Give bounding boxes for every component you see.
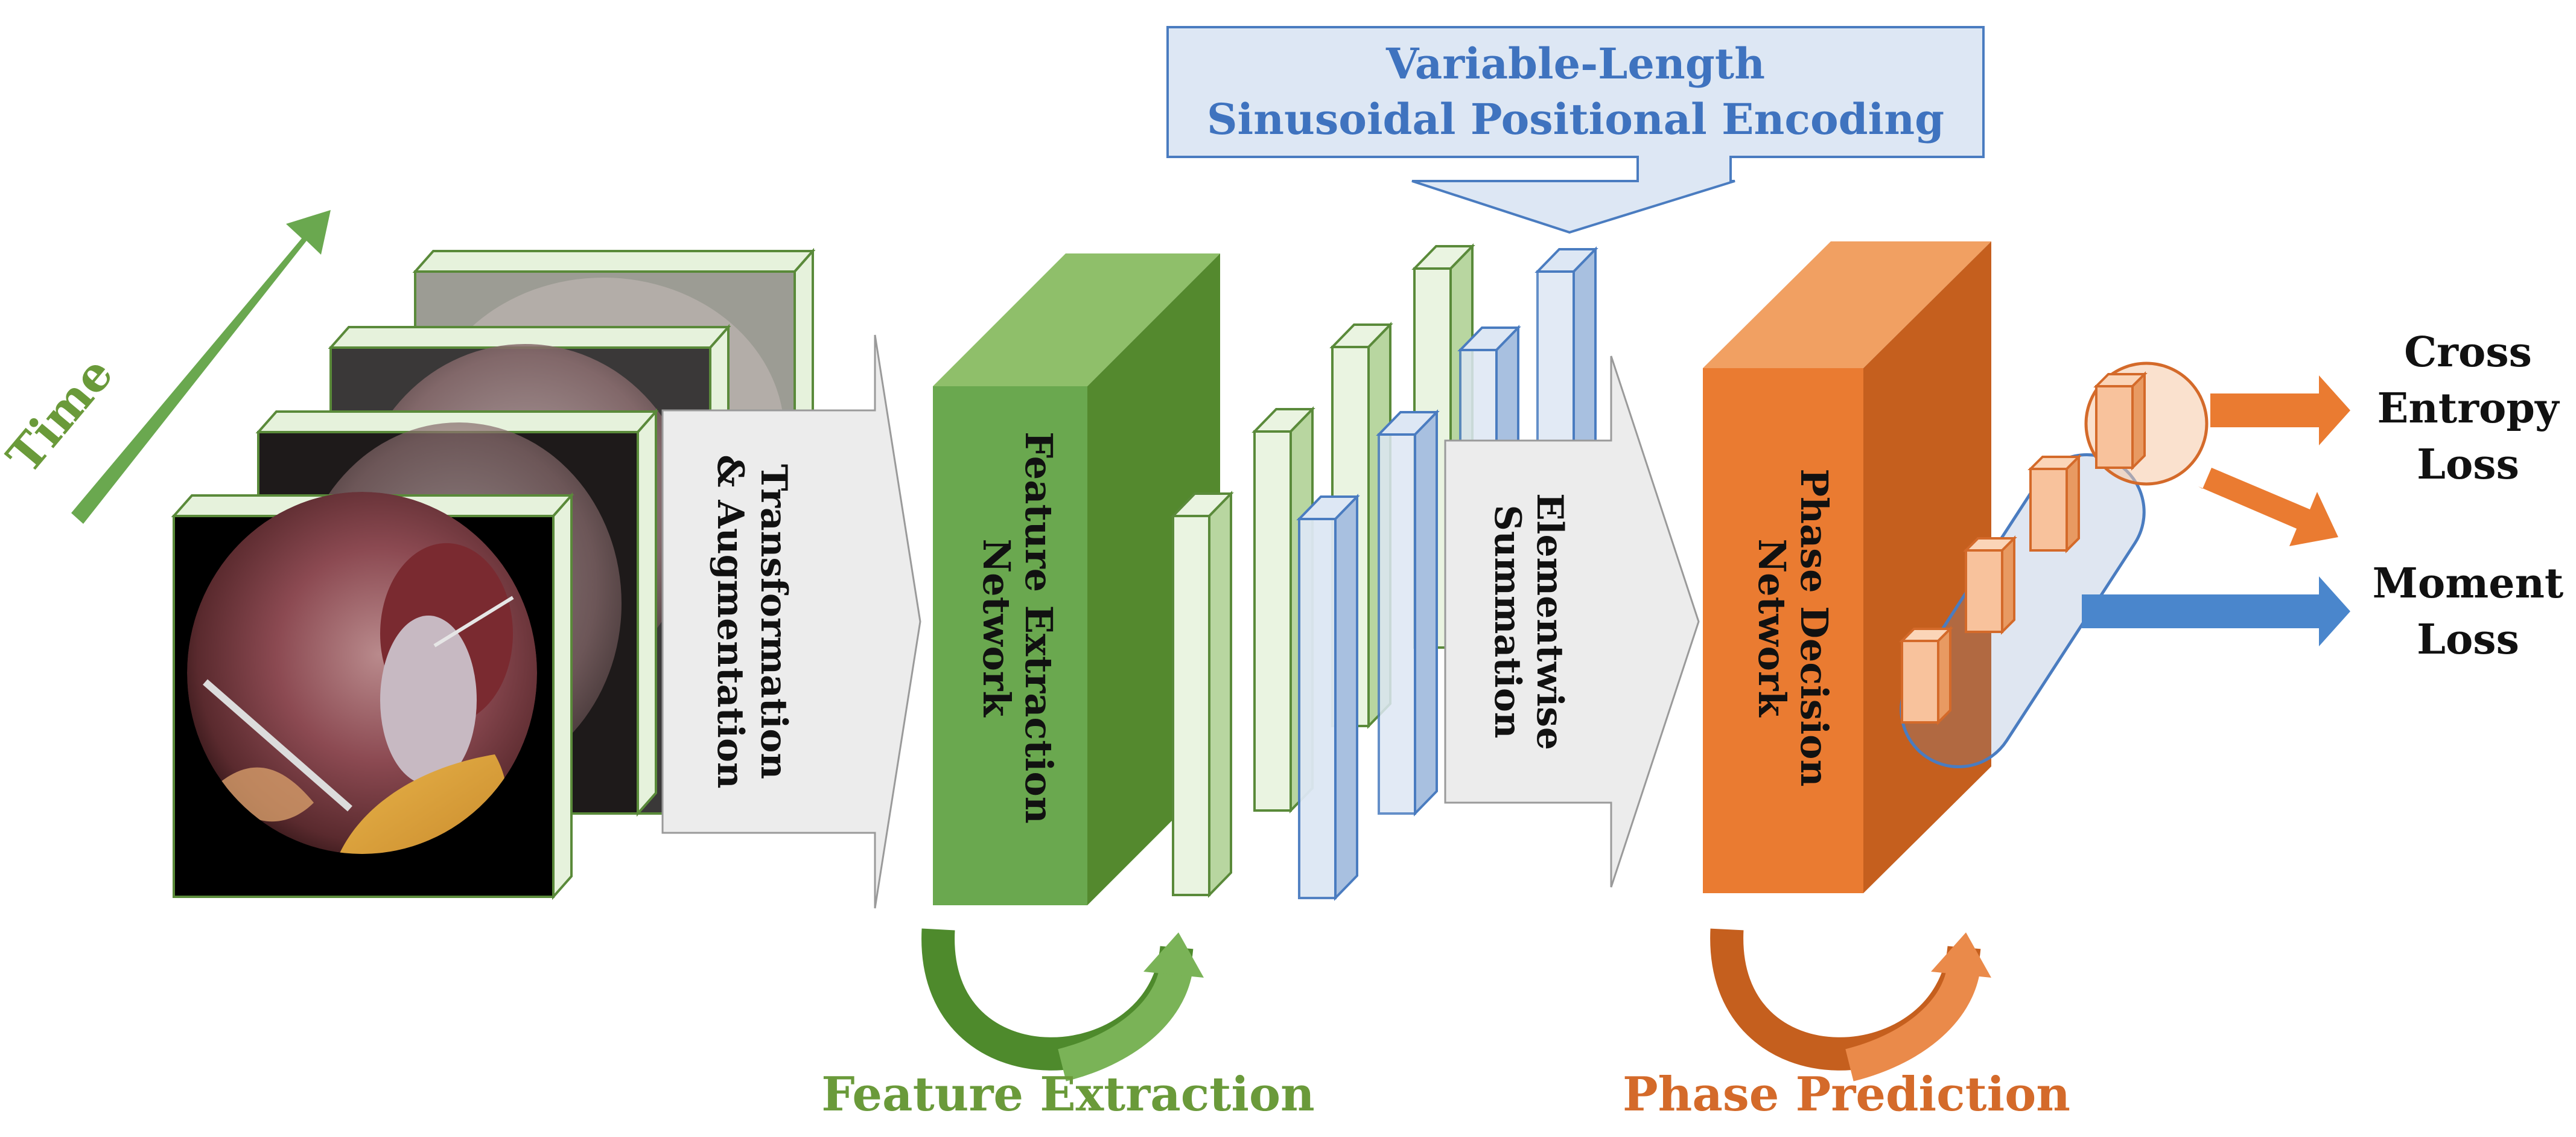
time-arrow xyxy=(71,210,331,524)
output-sequence xyxy=(1899,361,2209,769)
output-cube xyxy=(1963,535,2017,635)
video-frame-front xyxy=(171,492,574,900)
feature-bar xyxy=(1170,491,1234,898)
cross-entropy-label-line3: Loss xyxy=(2417,441,2519,489)
output-cube xyxy=(2027,454,2082,553)
summation-label-line2: Summation xyxy=(1486,505,1528,739)
summation-label-line1: Elementwise xyxy=(1528,493,1571,750)
summation-arrow xyxy=(1444,355,1700,888)
feature-network-label-line2: Network xyxy=(975,538,1019,718)
phase-prediction-caption: Phase Prediction xyxy=(1623,1067,2070,1122)
moment-loss-arrow xyxy=(2082,576,2350,646)
phase-network-label-line1: Phase Decision xyxy=(1792,468,1836,786)
feature-extraction-caption: Feature Extraction xyxy=(821,1067,1314,1122)
encoding-bar xyxy=(1376,409,1440,817)
loop-arrow-green xyxy=(921,928,1204,1081)
transform-label-line1: Transformation xyxy=(752,464,795,779)
loop-arrow-orange xyxy=(1710,928,1991,1081)
cross-entropy-arrow-diagonal xyxy=(2198,468,2338,546)
output-cube xyxy=(1899,626,1953,725)
encoding-bar xyxy=(1296,494,1360,901)
transform-label-line2: & Augmentation xyxy=(709,454,751,788)
time-label: Time xyxy=(0,347,124,484)
phase-decision-network xyxy=(1703,241,1991,893)
phase-network-label-line2: Network xyxy=(1750,538,1794,718)
moment-loss-label-line2: Loss xyxy=(2417,616,2519,664)
cross-entropy-label-line1: Cross xyxy=(2404,328,2532,377)
moment-loss-label-line1: Moment xyxy=(2373,559,2564,608)
transformation-arrow xyxy=(661,334,921,909)
photo-frame-stack xyxy=(171,247,816,900)
positional-encoding-callout xyxy=(1166,26,1985,234)
cross-entropy-label-line2: Entropy xyxy=(2377,384,2560,433)
feature-network-label-line1: Feature Extraction xyxy=(1017,432,1061,824)
output-cube xyxy=(2093,371,2148,471)
positional-encoding-label-line1: Variable-Length xyxy=(1385,39,1765,89)
positional-encoding-label-line2: Sinusoidal Positional Encoding xyxy=(1207,94,1944,144)
cross-entropy-arrow xyxy=(2210,375,2350,445)
